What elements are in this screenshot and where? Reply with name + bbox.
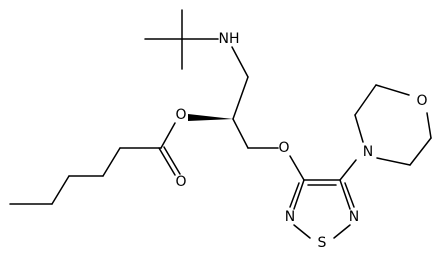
bond-morpholine-c2-c3 — [354, 84, 377, 116]
bond-morpholine-c5-c6 — [409, 137, 432, 166]
bond-ring-n2-s1 — [293, 224, 311, 239]
amine-nitrogen-label: NH — [219, 31, 240, 47]
bond-morpholine-c3-o — [375, 84, 410, 96]
carbonyl-oxygen-label: O — [175, 174, 186, 190]
bond-morpholine-n-c2 — [354, 114, 364, 143]
ring-nitrogen-left-label: N — [285, 209, 295, 225]
bond-chiral-center-ch2-ether — [232, 118, 249, 149]
stereo-wedge-bond — [188, 114, 233, 121]
bond-carbonyl-double-right — [163, 146, 181, 175]
morpholine-nitrogen-label: N — [363, 144, 373, 160]
bond-nh-ch2 — [231, 46, 249, 78]
bond-ch2-chiral-center — [232, 76, 249, 120]
bond-ring-c3-n2 — [293, 179, 305, 210]
bond-ether-oxygen-thiadiazole — [289, 155, 305, 181]
bond-thiadiazole-morpholine-n — [339, 159, 357, 181]
bond-hexanoyl-c2-c3 — [102, 147, 121, 177]
bond-hexanoyl-c4-c5 — [51, 175, 70, 205]
bond-carbonyl-double-left — [158, 147, 176, 176]
bond-ring-c3-n2-inner — [289, 182, 300, 208]
ring-nitrogen-right-label: N — [349, 209, 359, 225]
ether-oxygen-label: O — [278, 140, 289, 156]
bond-morpholine-o-c5 — [426, 112, 432, 139]
morpholine-oxygen-label: O — [416, 93, 427, 109]
ester-oxygen-label: O — [175, 107, 186, 123]
bond-morpholine-c6-n — [376, 157, 411, 166]
bond-ring-n5-s1 — [333, 224, 351, 239]
bond-ring-c4-n5-inner — [344, 182, 355, 208]
ring-sulfur-label: S — [318, 235, 327, 251]
bond-ring-c4-n5 — [339, 179, 351, 210]
bond-ester-oxygen-carbonyl-carbon — [160, 122, 176, 149]
